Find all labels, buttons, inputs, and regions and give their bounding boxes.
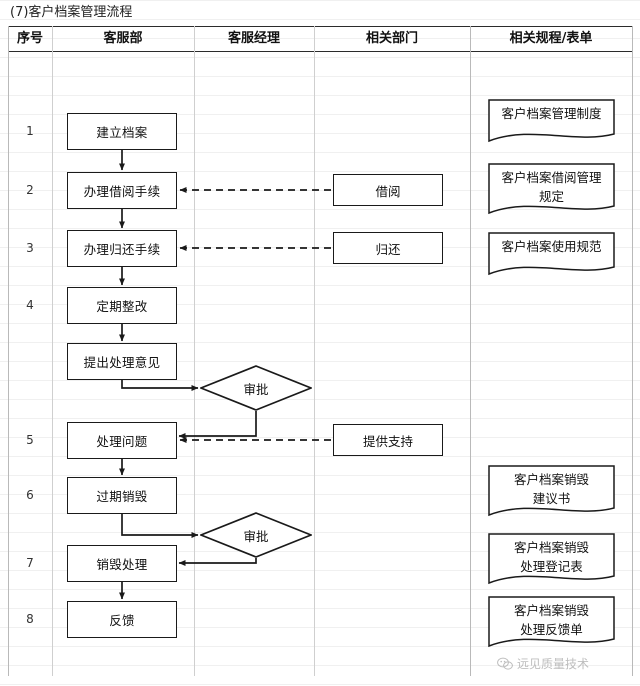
document-shape[interactable]: 客户档案管理制度 <box>488 99 615 143</box>
sequence-number: 1 <box>26 124 34 138</box>
document-shape[interactable]: 客户档案销毁 处理反馈单 <box>488 596 615 648</box>
grid-line <box>0 399 640 400</box>
grid-line <box>0 570 640 571</box>
grid-line <box>0 665 640 666</box>
grid-line <box>0 285 640 286</box>
grid-line <box>0 38 640 39</box>
grid-line <box>0 133 640 134</box>
sequence-number: 3 <box>26 241 34 255</box>
grid-line <box>0 418 640 419</box>
watermark-text: 远见质量技术 <box>517 657 590 671</box>
column-separator <box>314 26 315 676</box>
document-shape[interactable]: 客户档案借阅管理 规定 <box>488 163 615 215</box>
grid-line <box>0 323 640 324</box>
grid-line <box>0 342 640 343</box>
column-header-cs-manager: 客服经理 <box>227 31 280 46</box>
process-step-box[interactable]: 过期销毁 <box>67 477 177 514</box>
sequence-number: 6 <box>26 488 34 502</box>
table-frame <box>8 26 632 676</box>
grid-line <box>0 19 640 20</box>
grid-line <box>0 532 640 533</box>
grid-line <box>0 57 640 58</box>
grid-line <box>0 152 640 153</box>
column-separator <box>8 26 9 676</box>
grid-line <box>0 456 640 457</box>
grid-line <box>0 209 640 210</box>
sequence-number: 7 <box>26 556 34 570</box>
process-step-box[interactable]: 建立档案 <box>67 113 177 150</box>
column-separator <box>632 26 633 676</box>
decision-diamond[interactable]: 审批 <box>200 512 312 558</box>
grid-line <box>0 266 640 267</box>
department-box[interactable]: 借阅 <box>333 174 443 206</box>
department-box[interactable]: 归还 <box>333 232 443 264</box>
grid-line <box>0 0 640 1</box>
column-separator <box>194 26 195 676</box>
grid-line <box>0 114 640 115</box>
grid-line <box>0 95 640 96</box>
grid-line <box>0 589 640 590</box>
process-step-box[interactable]: 处理问题 <box>67 422 177 459</box>
column-header-related-dept: 相关部门 <box>365 31 418 46</box>
column-header-related-docs: 相关规程/表单 <box>509 31 593 46</box>
decision-diamond[interactable]: 审批 <box>200 365 312 411</box>
grid-line <box>0 380 640 381</box>
process-step-box[interactable]: 办理借阅手续 <box>67 172 177 209</box>
grid-line <box>0 646 640 647</box>
sequence-number: 5 <box>26 433 34 447</box>
column-separator <box>52 26 53 676</box>
grid-line <box>0 304 640 305</box>
process-step-box[interactable]: 反馈 <box>67 601 177 638</box>
column-separator <box>470 26 471 676</box>
table-header-row: 序号 客服部 客服经理 相关部门 相关规程/表单 <box>8 26 632 52</box>
sequence-number: 8 <box>26 612 34 626</box>
grid-line <box>0 608 640 609</box>
grid-line <box>0 551 640 552</box>
watermark: 远见质量技术 <box>497 655 589 672</box>
document-shape[interactable]: 客户档案销毁 建议书 <box>488 465 615 517</box>
grid-line <box>0 437 640 438</box>
department-box[interactable]: 提供支持 <box>333 424 443 456</box>
grid-line <box>0 494 640 495</box>
process-step-box[interactable]: 定期整改 <box>67 287 177 324</box>
process-step-box[interactable]: 销毁处理 <box>67 545 177 582</box>
process-step-box[interactable]: 办理归还手续 <box>67 230 177 267</box>
grid-line <box>0 513 640 514</box>
grid-line <box>0 475 640 476</box>
grid-line <box>0 76 640 77</box>
document-shape[interactable]: 客户档案销毁 处理登记表 <box>488 533 615 585</box>
wechat-logo-icon <box>497 657 513 670</box>
grid-line <box>0 171 640 172</box>
column-header-cs-dept: 客服部 <box>103 31 143 46</box>
sequence-number: 2 <box>26 183 34 197</box>
grid-line <box>0 228 640 229</box>
column-header-seq: 序号 <box>16 31 43 46</box>
sequence-number: 4 <box>26 298 34 312</box>
process-step-box[interactable]: 提出处理意见 <box>67 343 177 380</box>
grid-line <box>0 627 640 628</box>
document-shape[interactable]: 客户档案使用规范 <box>488 232 615 276</box>
grid-line <box>0 684 640 685</box>
grid-line <box>0 361 640 362</box>
page-title: (7)客户档案管理流程 <box>10 5 133 20</box>
